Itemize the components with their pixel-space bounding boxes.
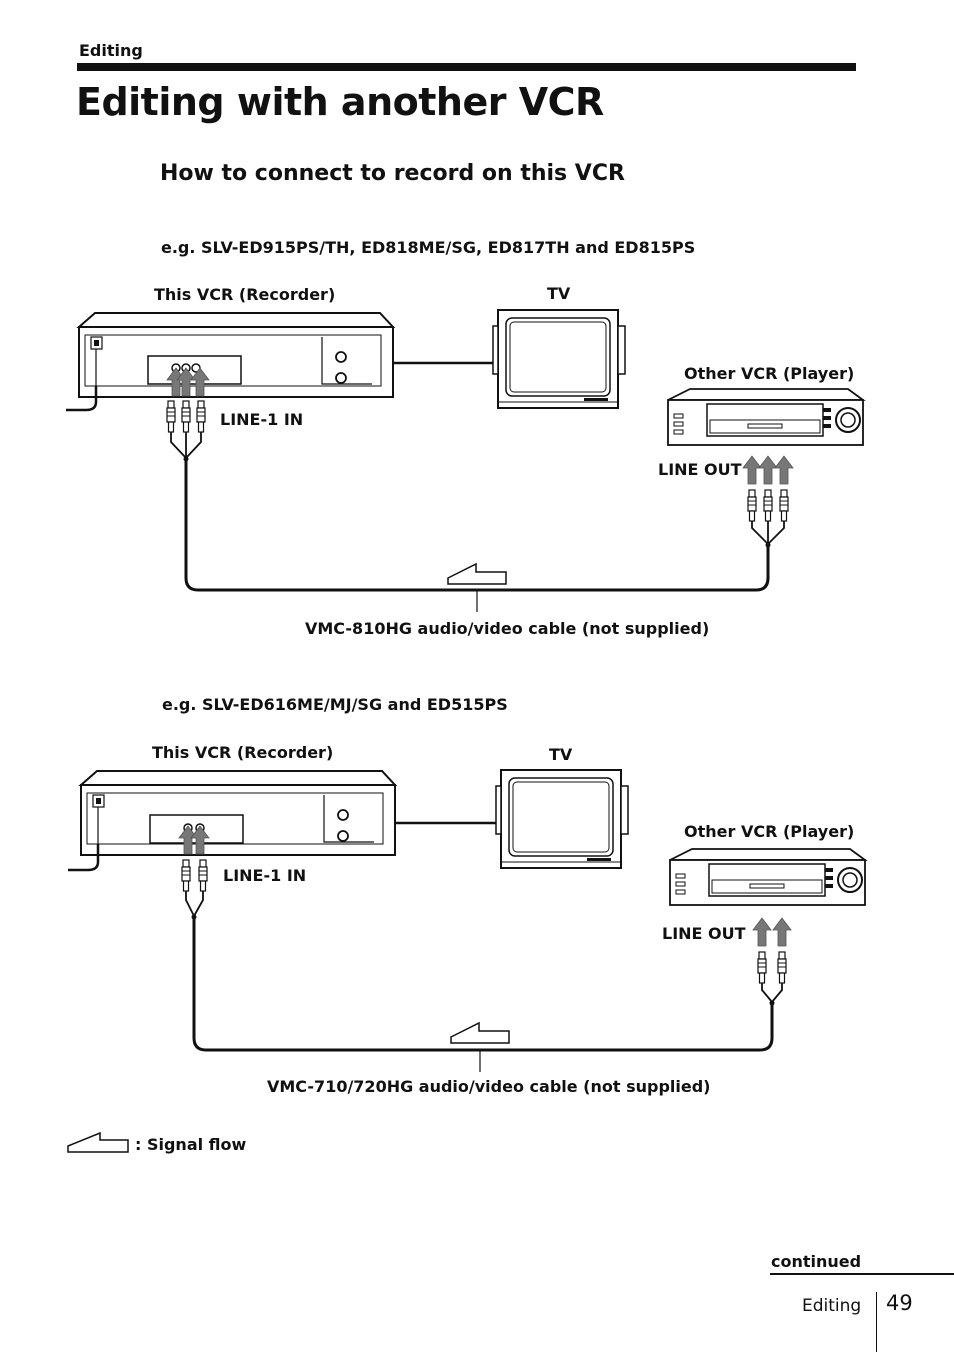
header-rule (77, 63, 856, 71)
diagram1-recorder-label: This VCR (Recorder) (154, 285, 336, 304)
footer-rule (770, 1273, 954, 1275)
diagram1-cable-label: VMC-810HG audio/video cable (not supplie… (305, 619, 710, 638)
player-vcr-2 (669, 848, 868, 906)
diagram-2 (68, 769, 868, 1072)
signal-flow-arrow-icon (67, 1131, 129, 1153)
diagram1-tv-label: TV (547, 284, 571, 303)
diagram1-player-label: Other VCR (Player) (684, 364, 855, 383)
diagram2-tv-label: TV (549, 745, 573, 764)
recorder-vcr-2 (68, 770, 496, 872)
diagram2-example: e.g. SLV-ED616ME/MJ/SG and ED515PS (162, 695, 508, 714)
footer-divider (876, 1292, 877, 1352)
page-title: Editing with another VCR (76, 80, 604, 124)
diagram1-output-label: LINE OUT (658, 460, 742, 479)
section-tag: Editing (79, 41, 143, 60)
diagram1-input-label: LINE-1 IN (220, 410, 304, 429)
output-plugs-1 (742, 455, 794, 548)
diagram-1 (66, 309, 866, 612)
input-plugs-1 (166, 367, 210, 462)
footer-section: Editing (802, 1296, 862, 1316)
diagram2-cable-label: VMC-710/720HG audio/video cable (not sup… (267, 1077, 711, 1096)
diagram2-output-label: LINE OUT (662, 924, 746, 943)
tv-1 (492, 309, 626, 409)
page-number: 49 (886, 1291, 913, 1315)
continued-label: continued (771, 1252, 862, 1271)
diagram2-recorder-label: This VCR (Recorder) (152, 743, 334, 762)
diagram1-example: e.g. SLV-ED915PS/TH, ED818ME/SG, ED817TH… (161, 238, 696, 257)
player-vcr-1 (667, 388, 866, 446)
output-plugs-2 (752, 917, 792, 1006)
legend-signal-flow: : Signal flow (135, 1135, 247, 1154)
section-subtitle: How to connect to record on this VCR (160, 161, 625, 186)
diagram2-input-label: LINE-1 IN (223, 866, 307, 885)
diagram2-player-label: Other VCR (Player) (684, 822, 855, 841)
tv-2 (495, 769, 629, 869)
recorder-vcr-1 (66, 312, 494, 412)
